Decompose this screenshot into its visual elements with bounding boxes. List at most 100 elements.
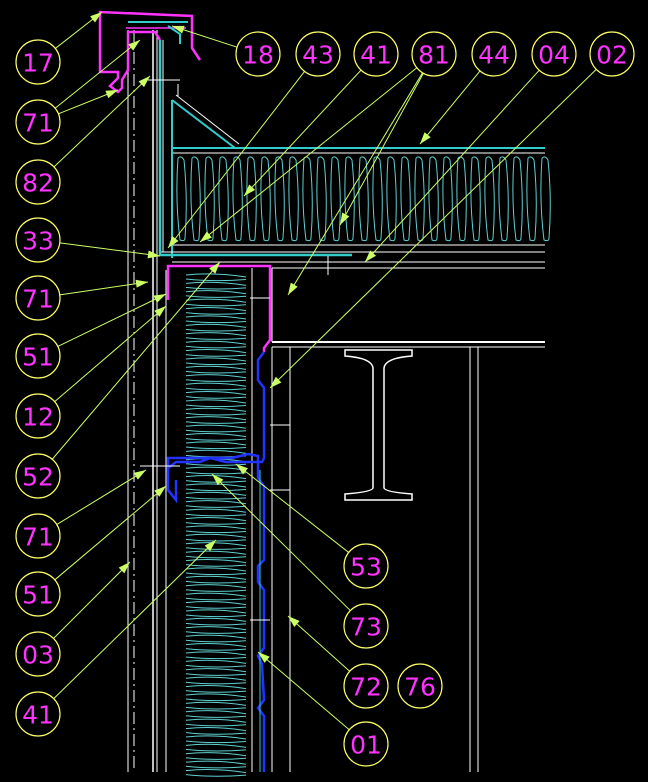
callout-label: 41	[22, 701, 54, 730]
callout-circle	[397, 663, 443, 709]
steel-i-beam	[250, 297, 479, 772]
leader-line-73-0	[211, 473, 351, 611]
roof-insulation	[176, 156, 551, 242]
liner-tray	[166, 351, 266, 772]
callout-label: 44	[478, 41, 510, 70]
eaves-flashing	[166, 264, 272, 352]
callout-circle	[15, 275, 61, 321]
leader-line-01-0	[257, 651, 350, 731]
leader-line-41b-0	[53, 539, 217, 699]
callout-71a: 71	[15, 99, 61, 145]
leader-line-72-0	[287, 615, 350, 672]
wall-insulation-pattern	[185, 273, 247, 777]
leader-arrowhead-71b-0	[135, 279, 148, 288]
leader-arrowhead-81-2	[288, 282, 298, 295]
callout-circle	[15, 571, 61, 617]
leader-arrowhead-04-0	[365, 250, 377, 262]
callout-03: 03	[15, 631, 61, 677]
callout-circle	[15, 159, 61, 205]
callout-52: 52	[15, 453, 61, 499]
leader-line-81-2	[287, 72, 424, 296]
leader-line-81-0	[199, 67, 418, 243]
callout-label: 71	[22, 285, 54, 314]
callout-12: 12	[15, 393, 61, 439]
leader-arrowhead-12-0	[154, 306, 166, 317]
callout-circle	[235, 31, 281, 77]
leader-line-81-1	[339, 73, 424, 226]
callout-circle	[411, 31, 457, 77]
leader-arrowhead-51a-0	[153, 294, 166, 303]
callout-53: 53	[343, 543, 389, 589]
callout-label: 43	[302, 41, 334, 70]
leader-arrowhead-02-0	[270, 376, 282, 388]
callout-71b: 71	[15, 275, 61, 321]
callout-label: 73	[350, 613, 382, 642]
callout-circle	[343, 663, 389, 709]
callout-41a: 41	[353, 31, 399, 77]
callout-circle	[531, 31, 577, 77]
callout-label: 41	[360, 41, 392, 70]
callout-72: 72	[343, 663, 389, 709]
leader-line-12-0	[54, 305, 167, 403]
leader-line-41a-0	[243, 69, 362, 197]
leader-line-82-0	[53, 75, 151, 168]
leader-arrowhead-81-0	[200, 231, 212, 242]
callout-17: 17	[15, 39, 61, 85]
callout-circle	[15, 453, 61, 499]
callout-circle	[15, 393, 61, 439]
leader-arrowhead-52-0	[209, 262, 220, 274]
leader-line-44-0	[419, 70, 481, 145]
callout-circle	[15, 513, 61, 559]
callout-circle	[295, 31, 341, 77]
leader-arrowhead-18-0	[172, 25, 185, 34]
callout-51b: 51	[15, 571, 61, 617]
leader-arrowhead-53-0	[236, 464, 248, 475]
callout-label: 81	[418, 41, 450, 70]
callout-circle	[15, 217, 61, 263]
callout-label: 33	[22, 227, 54, 256]
callout-label: 82	[22, 169, 54, 198]
leader-arrowhead-44-0	[420, 132, 431, 144]
leader-arrowhead-71a-1	[105, 90, 118, 99]
leader-line-71a-0	[54, 39, 141, 109]
leader-line-71b-0	[59, 281, 149, 296]
callout-label: 01	[350, 731, 382, 760]
callout-73: 73	[343, 603, 389, 649]
callout-circle	[15, 99, 61, 145]
callout-leaders	[51, 11, 597, 731]
callout-label: 02	[596, 41, 628, 70]
leader-arrowhead-71c-0	[133, 470, 146, 480]
callout-82: 82	[15, 159, 61, 205]
callout-41b: 41	[15, 691, 61, 737]
leader-arrowhead-01-0	[258, 652, 270, 663]
callout-circle	[471, 31, 517, 77]
callout-label: 72	[350, 673, 382, 702]
leader-line-03-0	[53, 561, 131, 639]
callout-02: 02	[589, 31, 635, 77]
callout-18: 18	[235, 31, 281, 77]
callout-circle	[343, 543, 389, 589]
leader-arrowhead-33-0	[147, 250, 160, 259]
leader-line-51b-0	[54, 485, 167, 581]
callout-label: 03	[22, 641, 54, 670]
callout-43: 43	[295, 31, 341, 77]
callout-label: 71	[22, 109, 54, 138]
leader-line-51a-0	[57, 293, 167, 347]
callout-circle	[15, 333, 61, 379]
eaves-membrane	[158, 40, 352, 257]
leader-line-53-0	[235, 463, 350, 553]
callout-71c: 71	[15, 513, 61, 559]
callout-circle	[15, 691, 61, 737]
callout-label: 51	[22, 343, 54, 372]
callout-label: 53	[350, 553, 382, 582]
leader-line-04-0	[364, 69, 540, 263]
leader-line-02-0	[269, 69, 597, 389]
callout-circle	[343, 721, 389, 767]
dimension-ticks	[140, 79, 329, 467]
leader-arrowhead-41b-0	[204, 540, 216, 552]
callout-label: 17	[22, 49, 54, 78]
leader-arrowhead-41a-0	[244, 184, 256, 196]
callout-label: 51	[22, 581, 54, 610]
